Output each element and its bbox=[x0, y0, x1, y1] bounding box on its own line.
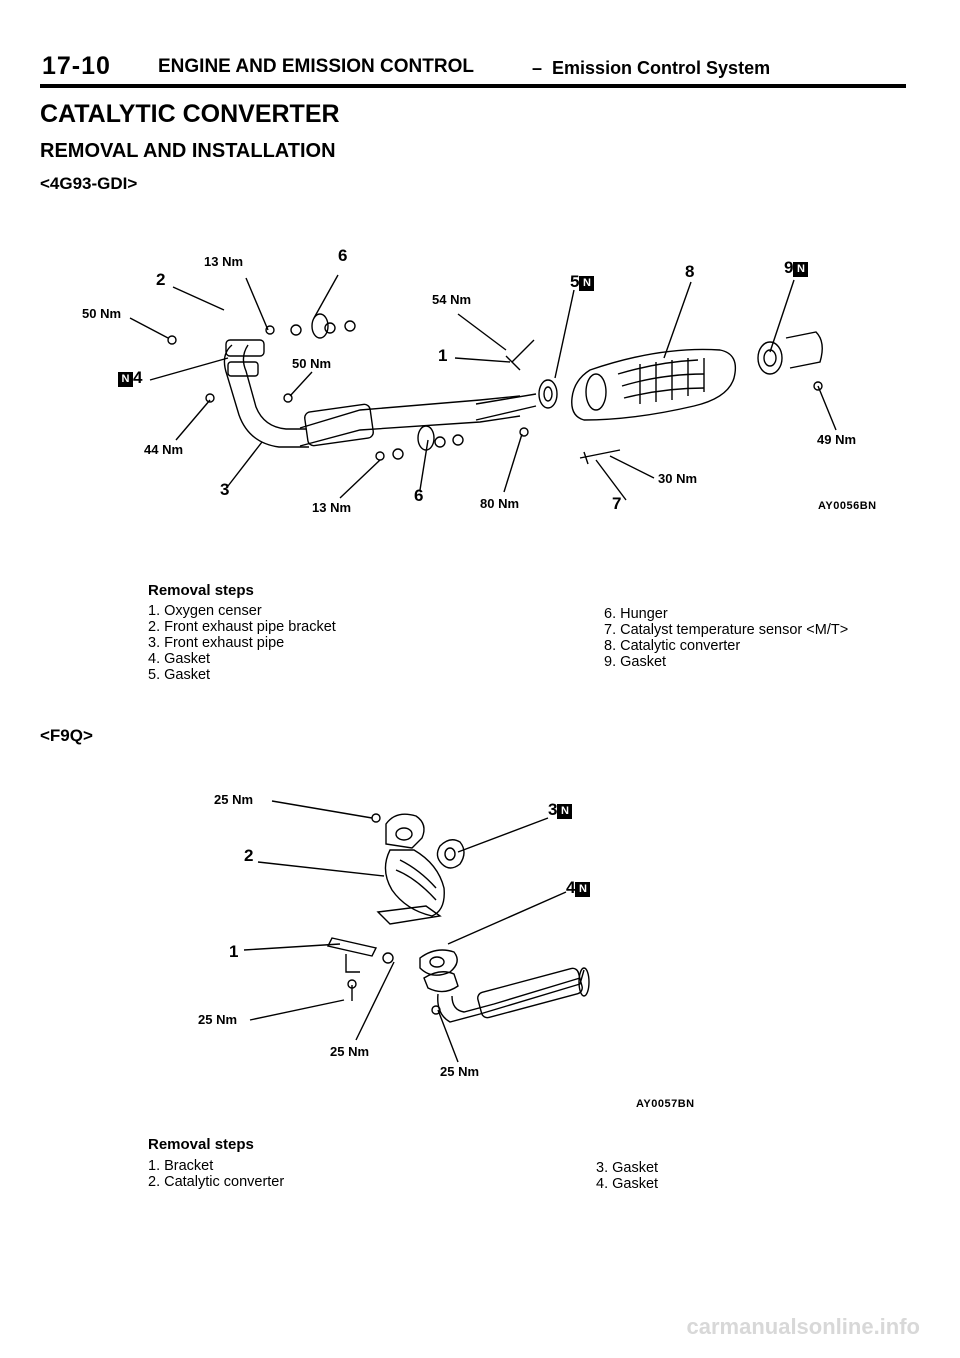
removal-steps-list-right-2: 3. Gasket 4. Gasket bbox=[596, 1160, 658, 1192]
callout-8: 8 bbox=[685, 262, 695, 281]
torque-13nm-top: 13 Nm bbox=[204, 254, 244, 269]
callout-1: 1 bbox=[229, 942, 239, 961]
subsection-label: Emission Control System bbox=[552, 58, 771, 78]
callout-2: 2 bbox=[156, 270, 166, 289]
page-subtitle: REMOVAL AND INSTALLATION bbox=[40, 140, 336, 162]
list-item: 2. Catalytic converter bbox=[148, 1174, 285, 1190]
torque-25nm-left: 25 Nm bbox=[198, 1012, 238, 1027]
callout-1: 1 bbox=[438, 346, 448, 365]
new-part-badge: N bbox=[793, 262, 809, 277]
list-item: 6. Hunger bbox=[604, 606, 668, 622]
callout-7: 7 bbox=[612, 494, 622, 513]
removal-steps-heading-1: Removal steps bbox=[148, 582, 254, 599]
torque-50nm-mid: 50 Nm bbox=[292, 356, 332, 371]
torque-25nm-top: 25 Nm bbox=[214, 792, 254, 807]
torque-80nm: 80 Nm bbox=[480, 496, 520, 511]
list-item: 8. Catalytic converter bbox=[604, 638, 741, 654]
variant-4g93: <4G93-GDI> bbox=[40, 174, 138, 193]
watermark: carmanualsonline.info bbox=[686, 1314, 921, 1339]
list-item: 5. Gasket bbox=[148, 667, 211, 683]
list-item: 7. Catalyst temperature sensor <M/T> bbox=[604, 622, 849, 638]
torque-30nm: 30 Nm bbox=[658, 471, 698, 486]
header-rule bbox=[40, 84, 906, 88]
section-title: ENGINE AND EMISSION CONTROL bbox=[158, 56, 474, 77]
callout-3: 3 bbox=[220, 480, 230, 499]
page-number: 17-10 bbox=[42, 52, 111, 80]
removal-steps-list-right-1: 6. Hunger 7. Catalyst temperature sensor… bbox=[604, 606, 848, 670]
torque-13nm-bottom: 13 Nm bbox=[312, 500, 352, 515]
new-part-badge: N bbox=[575, 882, 591, 897]
page-title: CATALYTIC CONVERTER bbox=[40, 100, 340, 128]
list-item: 2. Front exhaust pipe bracket bbox=[148, 619, 336, 635]
new-part-badge: N bbox=[118, 372, 133, 387]
callout-6-top: 6 bbox=[338, 246, 348, 265]
torque-25nm-bottom: 25 Nm bbox=[440, 1064, 480, 1079]
torque-49nm: 49 Nm bbox=[817, 432, 857, 447]
list-item: 4. Gasket bbox=[596, 1176, 659, 1192]
list-item: 1. Oxygen censer bbox=[148, 603, 262, 619]
torque-50nm-left: 50 Nm bbox=[82, 306, 122, 321]
removal-steps-list-left-1: 1. Oxygen censer 2. Front exhaust pipe b… bbox=[148, 603, 336, 683]
figure-code-1: AY0056BN bbox=[818, 500, 877, 512]
list-item: 1. Bracket bbox=[148, 1158, 214, 1174]
variant-f9q: <F9Q> bbox=[40, 726, 93, 745]
figure-code-2: AY0057BN bbox=[636, 1098, 695, 1110]
torque-25nm-mid: 25 Nm bbox=[330, 1044, 370, 1059]
callout-2: 2 bbox=[244, 846, 254, 865]
callout-6-bottom: 6 bbox=[414, 486, 424, 505]
list-item: 9. Gasket bbox=[604, 654, 667, 670]
list-item: 3. Gasket bbox=[596, 1160, 659, 1176]
new-part-badge: N bbox=[579, 276, 595, 291]
new-part-badge: N bbox=[557, 804, 573, 819]
subsection-title: – Emission Control System bbox=[532, 58, 770, 79]
list-item: 3. Front exhaust pipe bbox=[148, 635, 285, 651]
torque-54nm: 54 Nm bbox=[432, 292, 472, 307]
torque-44nm: 44 Nm bbox=[144, 442, 184, 457]
removal-steps-list-left-2: 1. Bracket 2. Catalytic converter bbox=[148, 1158, 284, 1190]
title-separator: – bbox=[532, 58, 543, 78]
list-item: 4. Gasket bbox=[148, 651, 211, 667]
removal-steps-heading-2: Removal steps bbox=[148, 1136, 254, 1153]
